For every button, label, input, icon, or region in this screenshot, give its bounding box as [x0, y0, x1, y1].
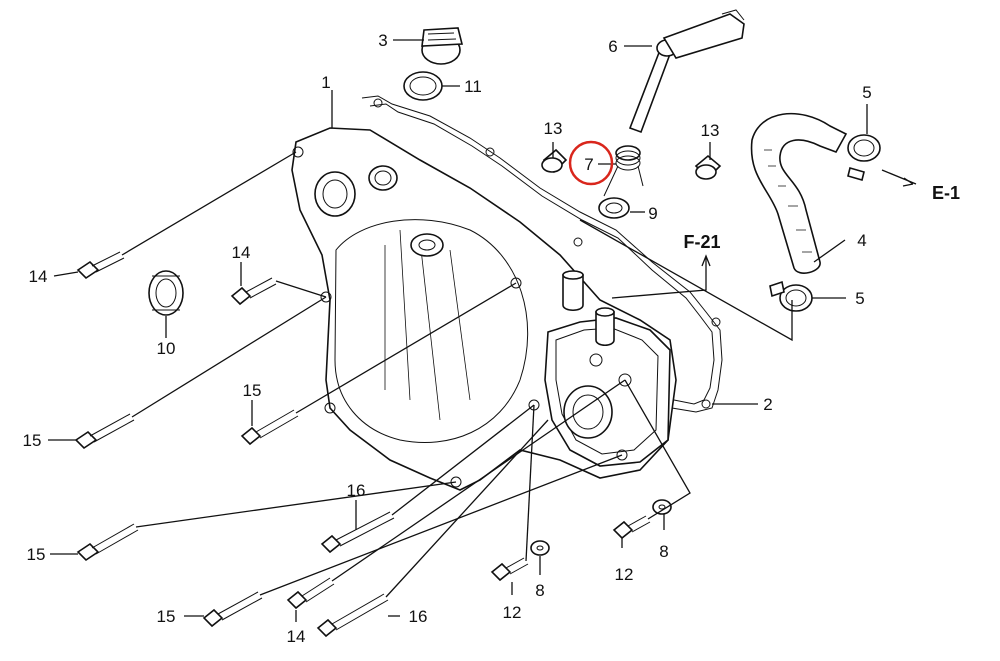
- callout-15d: 15: [157, 607, 176, 626]
- highlight-circle: [568, 140, 614, 186]
- bolt-part-15d: [202, 591, 263, 628]
- dowel-pin-part-13a: [541, 148, 568, 174]
- callout-12b: 12: [615, 565, 634, 584]
- reference-label-f21: F-21: [683, 232, 720, 252]
- callout-10: 10: [157, 339, 176, 358]
- bolt-part-14b: [230, 277, 277, 306]
- callout-8b: 8: [659, 542, 668, 561]
- callout-14a: 14: [29, 267, 48, 286]
- callout-14c: 14: [287, 627, 306, 646]
- callout-16a: 16: [347, 481, 366, 500]
- reference-label-e1: E-1: [932, 183, 960, 203]
- callout-13b: 13: [701, 121, 720, 140]
- o-ring-part-11: [403, 71, 443, 101]
- bolt-part-16a: [320, 511, 395, 554]
- gasket-part-2: [361, 95, 723, 413]
- washer-part-8a: [530, 540, 550, 556]
- bolt-part-12a: [490, 557, 529, 582]
- callout-4: 4: [857, 231, 866, 250]
- leader-lines: [48, 39, 917, 622]
- oil-filler-cap-part-3: [421, 27, 464, 65]
- lever-shaft-part-6: [628, 9, 745, 134]
- callout-15b: 15: [243, 381, 262, 400]
- bolt-part-14a: [76, 251, 125, 280]
- callout-12a: 12: [503, 603, 522, 622]
- callout-13a: 13: [544, 119, 563, 138]
- oil-seal-part-10: [148, 270, 184, 316]
- callout-3: 3: [378, 31, 387, 50]
- right-crankcase-cover-part-1: [291, 127, 677, 491]
- callout-6: 6: [608, 37, 617, 56]
- bolt-part-12b: [612, 515, 651, 540]
- callout-16b: 16: [409, 607, 428, 626]
- callouts: 1 2 3 4 5 5 6 7 8 8 9 10 11 12 12 13 13 …: [23, 31, 872, 646]
- callout-11: 11: [464, 77, 482, 96]
- callout-5a: 5: [862, 83, 871, 102]
- callout-5b: 5: [855, 289, 864, 308]
- callout-14b: 14: [232, 243, 251, 262]
- bolt-part-16b: [316, 593, 389, 638]
- water-hose-part-4: [750, 112, 848, 274]
- hose-clamp-part-5a: [847, 134, 881, 181]
- callout-15a: 15: [23, 431, 42, 450]
- callout-8a: 8: [535, 581, 544, 600]
- dowel-pin-part-13b: [694, 154, 722, 180]
- callout-2: 2: [763, 395, 772, 414]
- bolt-part-15a: [74, 413, 135, 450]
- seal-part-9: [598, 197, 630, 219]
- bolt-part-15c: [76, 523, 139, 562]
- bolt-part-14c: [286, 577, 335, 610]
- callout-1: 1: [321, 73, 330, 92]
- callout-7: 7: [584, 155, 593, 174]
- bolt-part-15b: [240, 409, 299, 446]
- spring-part-7: [603, 145, 644, 197]
- hose-clamp-part-5b: [769, 280, 813, 312]
- callout-9: 9: [648, 204, 657, 223]
- callout-15c: 15: [27, 545, 46, 564]
- washer-part-8b: [652, 499, 672, 515]
